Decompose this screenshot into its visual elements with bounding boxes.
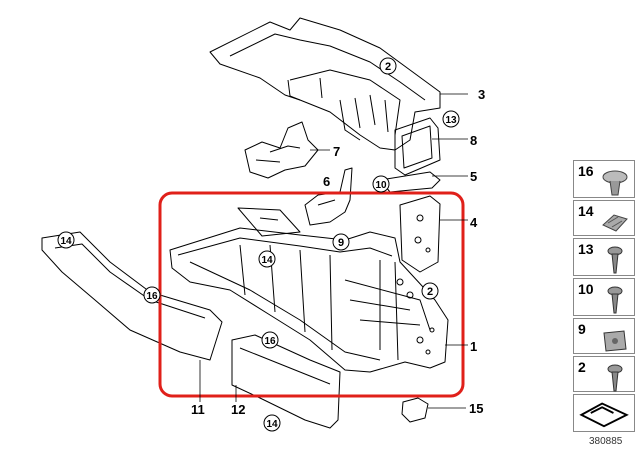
callout-7: 7	[333, 144, 340, 159]
trim-panel-11	[41, 231, 223, 361]
screw-icon	[607, 364, 623, 392]
callout-layer: 2 3 13 8 7 6 10 5 4 9 14 2 1 14 16 16 11…	[57, 57, 485, 432]
clip-nut-icon	[603, 330, 627, 352]
strip-part-5	[379, 171, 441, 193]
callout-9: 9	[332, 233, 350, 251]
callout-5: 5	[470, 169, 477, 184]
catalog-number: 380885	[589, 436, 623, 447]
svg-text:16: 16	[146, 291, 158, 302]
callout-8: 8	[470, 133, 477, 148]
callout-2-mid: 2	[421, 282, 439, 300]
legend-item-10: 10	[573, 278, 635, 316]
push-clip-icon	[602, 170, 628, 196]
callout-16-mid: 16	[261, 331, 279, 349]
trim-panel-12	[231, 334, 341, 429]
callout-14-mid: 14	[258, 250, 276, 268]
legend-item-14: 14	[573, 200, 635, 236]
screw-icon	[607, 246, 623, 274]
callout-14-left: 14	[57, 231, 75, 249]
svg-text:14: 14	[261, 255, 273, 266]
callout-4: 4	[470, 215, 478, 230]
svg-text:10: 10	[375, 180, 387, 191]
svg-text:14: 14	[266, 419, 278, 430]
spring-nut-icon	[602, 214, 628, 232]
console-carrier-part	[169, 207, 449, 373]
frame-part-8	[394, 117, 441, 176]
svg-text:16: 16	[264, 336, 276, 347]
bracket-part-4	[399, 195, 441, 273]
kit-arrow-icon	[579, 402, 629, 428]
highlight-box	[158, 191, 465, 398]
svg-text:2: 2	[385, 61, 391, 73]
callout-14-bottom: 14	[263, 414, 281, 432]
svg-text:2: 2	[427, 286, 433, 298]
upper-frame-part	[209, 17, 441, 151]
bracket-part-7	[244, 121, 319, 179]
legend-item-9: 9	[573, 318, 635, 354]
callout-6: 6	[323, 174, 330, 189]
callout-15: 15	[469, 401, 483, 416]
legend-label: 16	[578, 163, 594, 179]
callout-16-left: 16	[143, 286, 161, 304]
legend-item-2: 2	[573, 356, 635, 392]
callout-2-top: 2	[379, 57, 397, 75]
svg-text:9: 9	[338, 237, 344, 249]
clip-part-15	[401, 397, 429, 423]
screw-icon	[607, 286, 623, 314]
callout-10: 10	[372, 175, 390, 193]
callout-11: 11	[191, 402, 205, 417]
callout-12: 12	[231, 402, 245, 417]
svg-text:14: 14	[60, 236, 72, 247]
legend-item-13: 13	[573, 238, 635, 276]
callout-13: 13	[442, 110, 460, 128]
legend-item-kit	[573, 394, 635, 432]
legend-item-16: 16	[573, 160, 635, 198]
callout-3: 3	[478, 87, 485, 102]
svg-text:13: 13	[445, 115, 457, 126]
callout-1: 1	[470, 339, 477, 354]
